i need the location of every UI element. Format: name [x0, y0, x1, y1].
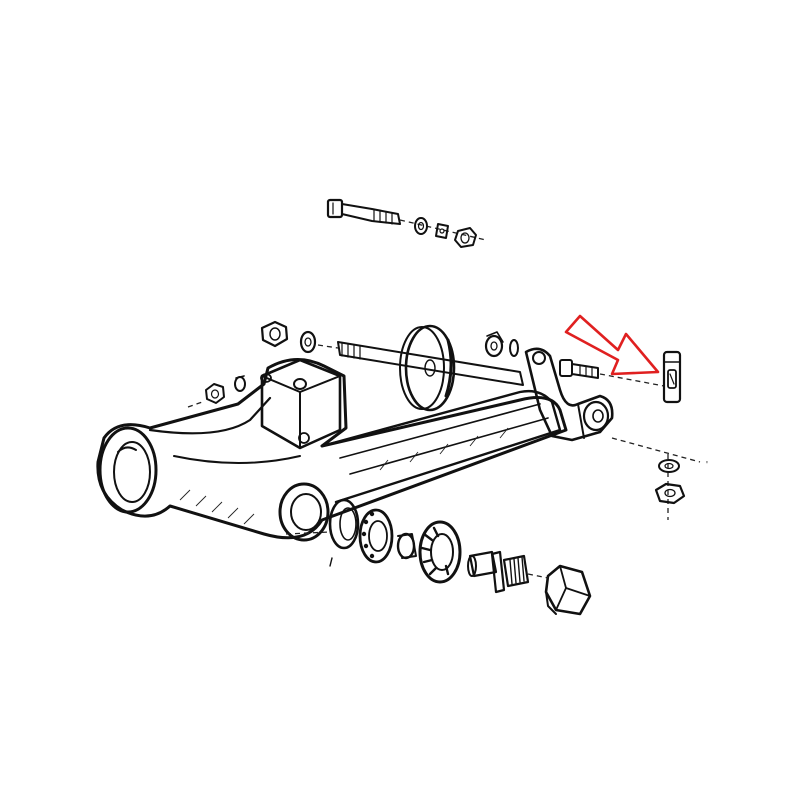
- tapered-roller-bearing: [418, 520, 462, 584]
- clamp-pin: [662, 350, 682, 404]
- seal-tick: [329, 557, 333, 567]
- left-stud-washer: [234, 375, 246, 392]
- shaft-disc-spacer: [399, 324, 456, 412]
- left-axis-line: [317, 344, 339, 349]
- bearing-axis-left: [285, 531, 331, 535]
- upper-washer: [414, 217, 428, 235]
- upper-axis-line: [399, 219, 487, 241]
- hex-cap-nut: [544, 564, 592, 616]
- ball-bearing: [358, 508, 394, 564]
- small-bolt: [559, 359, 599, 379]
- tick-mark: ': [706, 460, 708, 471]
- right-washer: [484, 331, 504, 358]
- upper-lock-washer: [435, 223, 449, 239]
- bearing-spacer: [396, 532, 417, 560]
- right-lower-nut: [654, 482, 686, 505]
- right-bolt-axis: [599, 373, 665, 387]
- pivot-shaft: [337, 341, 524, 386]
- upper-nut: [454, 227, 477, 248]
- left-stud-nut: [205, 383, 225, 404]
- threaded-pivot-pin: [467, 550, 530, 594]
- left-nut: [260, 320, 289, 348]
- upper-bolt: [326, 198, 401, 225]
- bearing-axis-right: [527, 573, 549, 579]
- left-washer: [299, 330, 317, 354]
- swing-arm: [96, 347, 614, 542]
- left-stud-axis: [187, 400, 206, 408]
- right-lower-axis: [611, 437, 701, 463]
- bearing-seal: [328, 498, 360, 550]
- right-lock-washer: [509, 339, 519, 357]
- highlight-arrow: [564, 314, 660, 376]
- right-lower-washer: [658, 459, 680, 473]
